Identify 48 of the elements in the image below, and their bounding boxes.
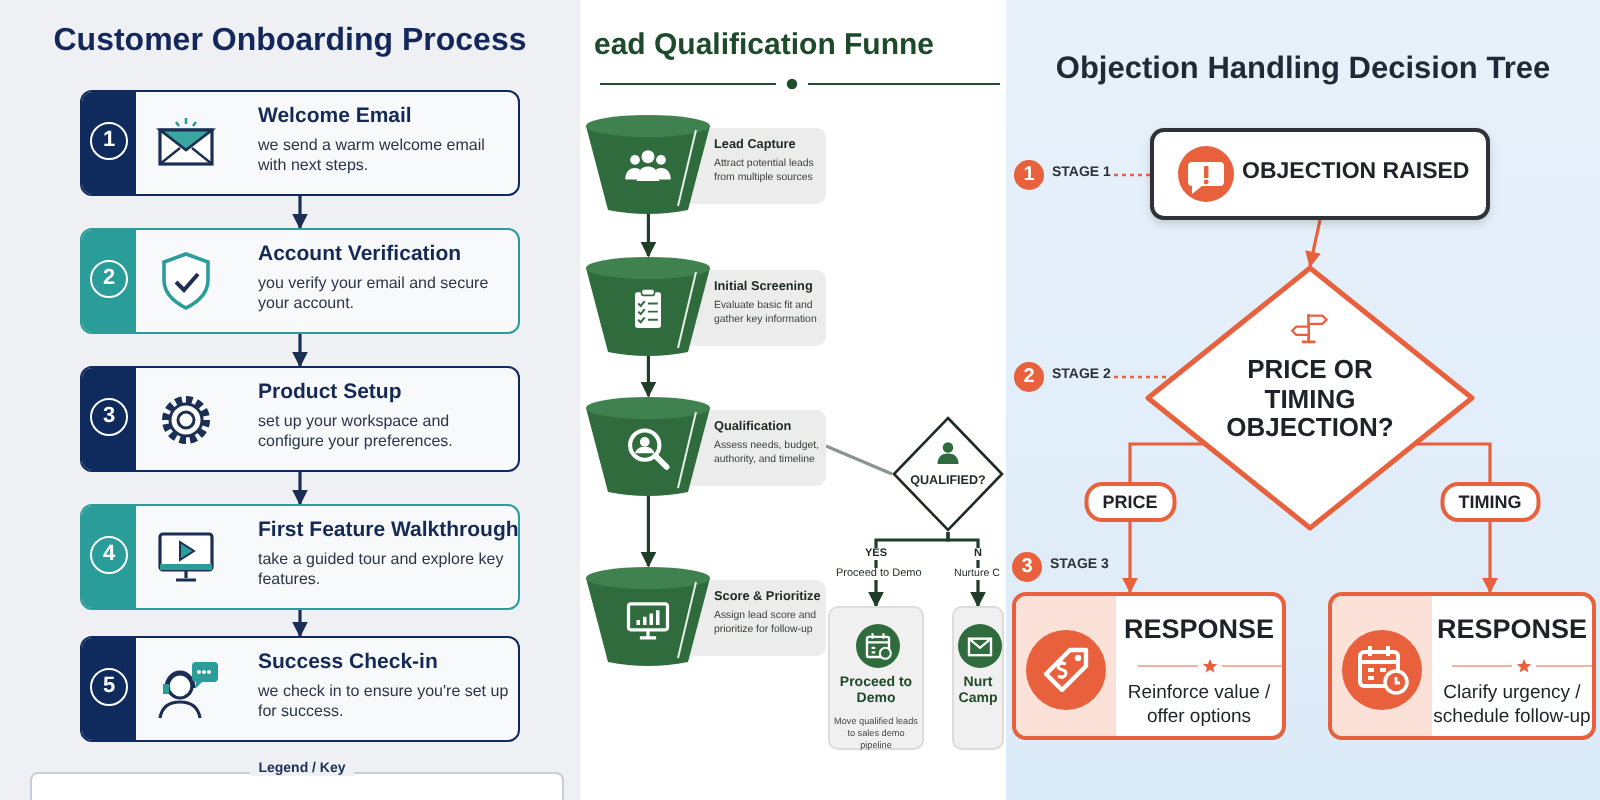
outcome-card: [952, 606, 1004, 750]
step-title: Product Setup: [258, 380, 402, 404]
step-description: you verify your email and secure your account.: [258, 274, 491, 314]
step-description: set up your workspace and configure your preferences.: [258, 412, 455, 452]
arrow: [292, 196, 308, 230]
step-description: we check in to ensure you're set up for success.: [258, 682, 511, 722]
leader-line: [1114, 173, 1150, 177]
arrow: [292, 472, 308, 506]
arrow: [292, 610, 308, 638]
step-title: First Feature Walkthrough: [258, 518, 518, 542]
response-title: RESPONSE: [1121, 614, 1277, 644]
step-description: we send a warm welcome email with next steps.: [258, 136, 487, 176]
arrow: [640, 356, 657, 398]
arrow: [292, 334, 308, 368]
process-step-card: [80, 228, 520, 334]
start-box: [1150, 128, 1490, 220]
arrow: [640, 214, 657, 258]
edge-label: PRICE: [1084, 482, 1176, 522]
step-number: 2: [90, 260, 128, 298]
step-number: 3: [90, 398, 128, 436]
arrow: [1305, 219, 1322, 268]
leader-line: [1114, 375, 1171, 379]
response-description: Clarify urgency / schedule follow-up: [1432, 682, 1592, 730]
outcome-card: [828, 606, 924, 750]
step-number: 1: [90, 122, 128, 160]
step-number: 5: [90, 668, 128, 706]
panel-title: Customer Onboarding Process: [51, 24, 529, 60]
process-step-card: [80, 90, 520, 196]
step-title: Success Check-in: [258, 650, 438, 674]
response-box: [1328, 592, 1596, 740]
process-step-card: [80, 504, 520, 610]
response-description: Reinforce value / offer options: [1125, 682, 1273, 730]
panel-title: ead Qualification Funne: [594, 28, 937, 62]
box-title: OBJECTION RAISED: [1242, 160, 1470, 184]
step-description: take a guided tour and explore key features.: [258, 550, 506, 590]
connector-line: [825, 444, 893, 476]
panel-title: Objection Handling Decision Tree: [1053, 52, 1553, 88]
step-title: Welcome Email: [258, 104, 412, 128]
arrow: [640, 496, 657, 568]
response-box: [1012, 592, 1286, 740]
decision-text: PRICE OR TIMING OBJECTION?: [1224, 356, 1396, 444]
response-title: RESPONSE: [1434, 614, 1590, 644]
step-number: 4: [90, 536, 128, 574]
process-step-card: [80, 366, 520, 472]
process-step-card: [80, 636, 520, 742]
edge-label: TIMING: [1440, 482, 1540, 522]
step-title: Account Verification: [258, 242, 462, 266]
arrow: [868, 532, 950, 608]
